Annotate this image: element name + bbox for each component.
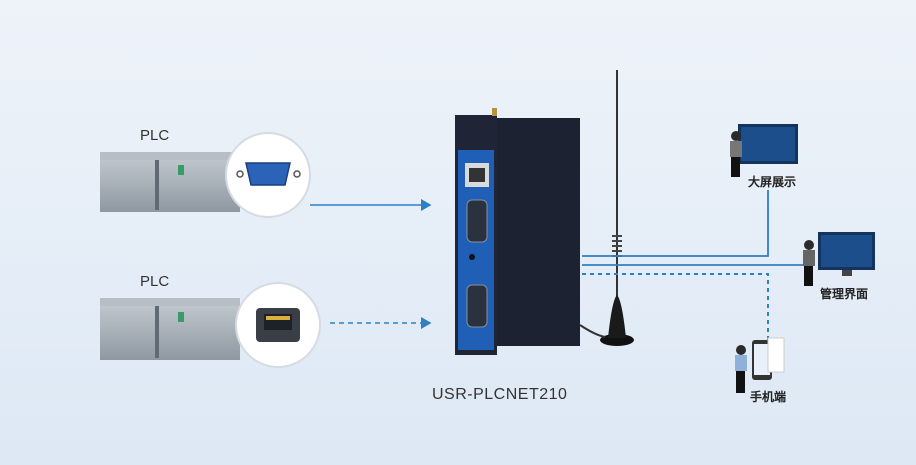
mobile-phone-icon xyxy=(735,337,785,393)
plc-unit-2 xyxy=(100,298,240,360)
mobile-label: 手机端 xyxy=(750,390,787,404)
link-mobile xyxy=(582,273,769,340)
management-monitor-icon xyxy=(803,232,875,286)
plc-unit-1 xyxy=(100,152,240,212)
gateway-device xyxy=(455,108,580,355)
big-screen-display-icon xyxy=(730,124,798,177)
serial-port-icon xyxy=(225,132,311,218)
plc-2-label: PLC xyxy=(140,273,170,290)
gateway-model-label: USR-PLCNET210 xyxy=(432,386,568,403)
link-big-screen xyxy=(582,190,769,257)
big-screen-label: 大屏展示 xyxy=(748,175,797,189)
ethernet-port-icon xyxy=(235,282,321,368)
antenna-icon xyxy=(579,70,634,346)
management-label: 管理界面 xyxy=(820,287,869,301)
plc-1-label: PLC xyxy=(140,127,170,144)
